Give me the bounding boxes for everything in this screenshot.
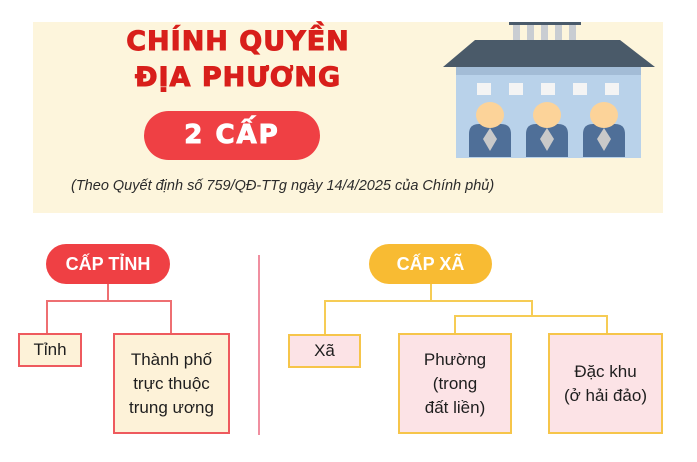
unit-central-city: Thành phố trực thuộc trung ương [113, 333, 230, 434]
connector-line [46, 300, 48, 334]
unit-province: Tỉnh [18, 333, 82, 367]
decision-subtitle: (Theo Quyết định số 759/QĐ-TTg ngày 14/4… [71, 178, 495, 194]
connector-line [170, 300, 172, 334]
unit-ward: Phường (trong đất liền) [398, 333, 512, 434]
connector-line [531, 300, 533, 316]
connector-line [324, 300, 533, 302]
connector-line [454, 315, 456, 334]
commune-level-pill: CẤP XÃ [369, 244, 492, 284]
provincial-level-pill: CẤP TỈNH [46, 244, 170, 284]
unit-special-zone: Đặc khu (ở hải đảo) [548, 333, 663, 434]
connector-line [454, 315, 608, 317]
section-divider [258, 255, 260, 435]
connector-line [324, 300, 326, 334]
connector-line [46, 300, 172, 302]
title-line-1: CHÍNH QUYỀN [126, 26, 350, 57]
header-banner: CHÍNH QUYỀN ĐỊA PHƯƠNG 2 CẤP (Theo Quyết… [33, 22, 663, 213]
unit-commune: Xã [288, 334, 361, 368]
connector-line [430, 284, 432, 301]
levels-badge: 2 CẤP [144, 111, 320, 160]
connector-line [107, 284, 109, 301]
connector-line [606, 315, 608, 334]
title-line-2: ĐỊA PHƯƠNG [134, 62, 342, 93]
government-building-icon [443, 22, 655, 158]
